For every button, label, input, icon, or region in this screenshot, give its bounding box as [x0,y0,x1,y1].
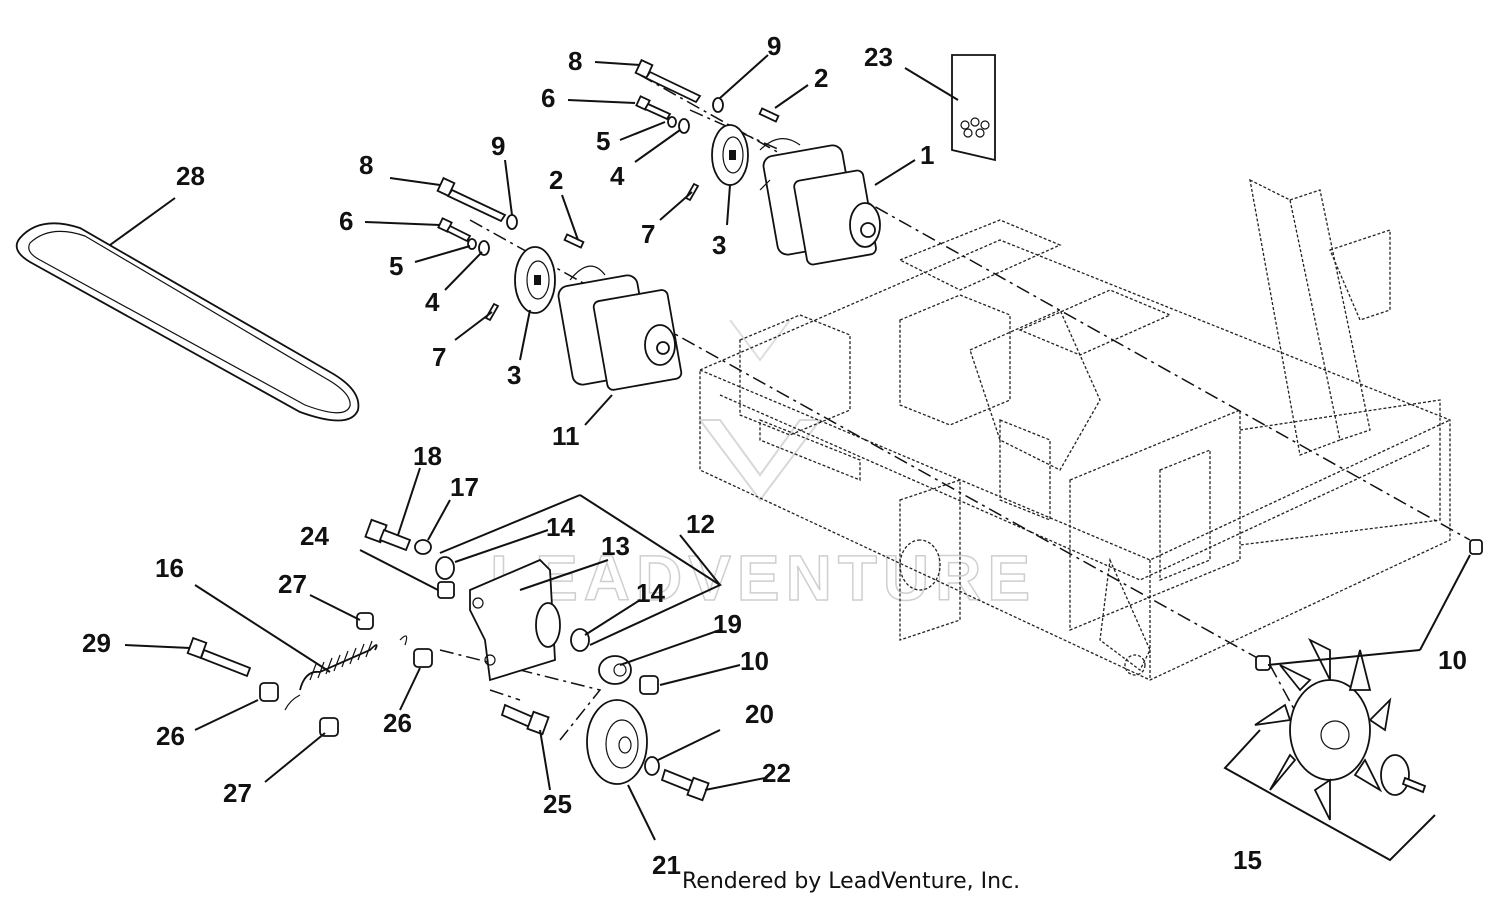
nut-10 [639,675,659,695]
bolt-29 [186,636,252,678]
bolt-25 [500,703,550,736]
callout-21: 21 [652,850,681,880]
bolt-6-lower [437,217,472,243]
callout-12: 12 [686,509,715,539]
idler-pulley [586,699,648,785]
bolt-6-upper [635,95,672,121]
callout-24: 24 [300,521,329,551]
nut-24 [437,581,455,599]
pulley-lower [514,246,556,314]
callout-7-lower: 7 [432,342,446,372]
callout-19: 19 [713,609,742,639]
nut-27-lower [319,717,339,737]
callout-6-upper: 6 [541,83,555,113]
decal-sheet [951,54,996,162]
callout-20: 20 [745,699,774,729]
chassis-frame [699,178,1451,681]
callout-17: 17 [450,472,479,502]
callout-22: 22 [762,758,791,788]
alignment-lines [439,74,1471,741]
leader-lines [109,54,1471,862]
hydro-pump-upper [759,138,881,266]
callout-26-left: 26 [156,721,185,751]
callout-5-lower: 5 [389,251,403,281]
callout-14-lower: 14 [636,578,665,608]
washer-4-upper [678,118,690,134]
callout-13: 13 [601,531,630,561]
render-credit: Rendered by LeadVenture, Inc. [682,869,1020,894]
nut-26-right [413,648,433,668]
hydro-pump-lower [557,265,683,391]
callout-27-upper: 27 [278,569,307,599]
watermark-text: LEADVENTURE [490,542,1036,614]
bolt-8-lower [436,176,507,223]
callout-9-upper: 9 [767,31,781,61]
washer-9-upper [712,97,724,113]
callout-3-upper: 3 [712,230,726,260]
callout-27-lower: 27 [223,778,252,808]
callout-16: 16 [155,553,184,583]
callout-4-upper: 4 [610,161,625,191]
nut-26-left [259,682,279,702]
callout-18: 18 [413,441,442,471]
bolt-18 [364,518,412,552]
key-lower [563,233,585,249]
spacer-19 [598,655,632,685]
idler-spring [284,635,408,711]
pulley-upper [711,124,749,186]
callout-1: 1 [920,140,934,170]
washer-17 [414,539,432,555]
drive-belt [15,222,360,422]
bushing-14b [570,628,590,652]
washer-4-lower [478,240,490,256]
callout-3-lower: 3 [507,360,521,390]
watermark-logo: LEADVENTURE [489,319,1036,615]
callout-10-left: 10 [740,646,769,676]
callout-2-upper: 2 [814,63,828,93]
washer-5-lower [467,238,477,250]
bushing-14a [435,556,455,580]
callout-26-right: 26 [383,708,412,738]
callout-14-upper: 14 [546,512,575,542]
bolt-22 [660,768,710,802]
callouts: 8 9 2 23 6 5 4 1 7 3 28 8 9 2 6 5 4 7 3 … [82,31,1467,880]
callout-6-lower: 6 [339,206,353,236]
callout-10-right: 10 [1438,645,1467,675]
callout-28: 28 [176,161,205,191]
callout-9-lower: 9 [491,131,505,161]
washer-5-upper [667,116,677,128]
callout-29: 29 [82,628,111,658]
key-upper [758,107,780,123]
nut-27-upper [356,612,374,630]
callout-8-lower: 8 [359,150,373,180]
callout-25: 25 [543,789,572,819]
nut-10-frame [1255,539,1483,671]
callout-11: 11 [552,421,580,451]
bolt-8-upper [634,58,702,104]
callout-5-upper: 5 [596,126,610,156]
callout-7-upper: 7 [641,219,655,249]
callout-8-upper: 8 [568,46,582,76]
callout-4-lower: 4 [425,287,440,317]
washer-20 [644,756,660,776]
idler-arm [469,558,561,682]
callout-23: 23 [864,42,893,72]
callout-15: 15 [1233,845,1262,875]
washer-9-lower [506,214,518,230]
cooling-fan [1254,637,1427,821]
callout-2-lower: 2 [549,165,563,195]
